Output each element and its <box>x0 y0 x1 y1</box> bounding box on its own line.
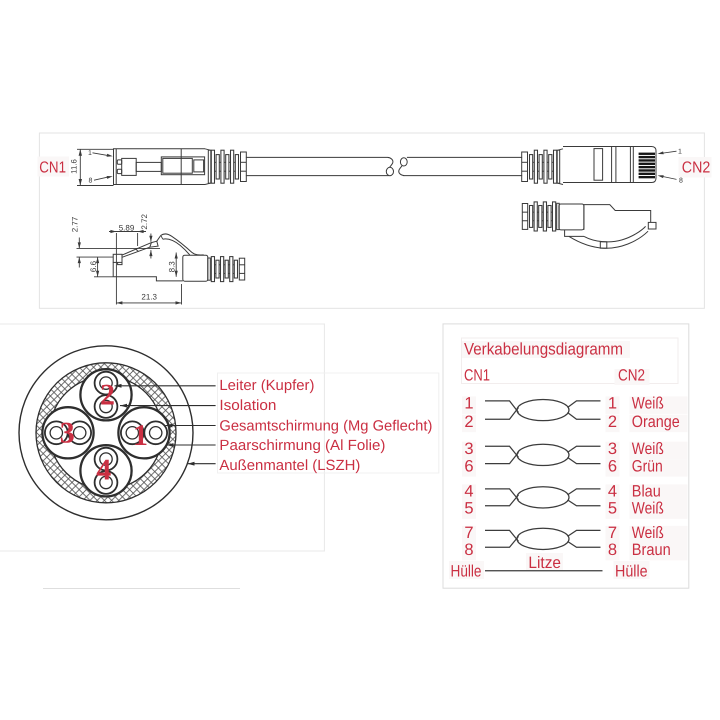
svg-text:2.72: 2.72 <box>140 213 149 229</box>
svg-text:1: 1 <box>133 419 148 452</box>
svg-text:1: 1 <box>608 395 617 413</box>
svg-text:6: 6 <box>608 457 617 475</box>
svg-text:7: 7 <box>608 524 617 542</box>
svg-text:1: 1 <box>88 150 92 157</box>
svg-text:Hülle: Hülle <box>615 563 648 581</box>
svg-text:6.6: 6.6 <box>89 260 98 272</box>
svg-text:21.3: 21.3 <box>141 293 157 302</box>
svg-text:Weiß: Weiß <box>632 500 664 518</box>
svg-text:CN2: CN2 <box>682 159 711 176</box>
svg-text:Weiß: Weiß <box>632 440 664 458</box>
svg-text:Weiß: Weiß <box>632 524 664 542</box>
svg-text:Verkabelungsdiagramm: Verkabelungsdiagramm <box>464 340 623 359</box>
svg-text:1: 1 <box>464 395 473 413</box>
svg-text:Leiter (Kupfer): Leiter (Kupfer) <box>219 378 314 394</box>
svg-text:8: 8 <box>464 541 473 559</box>
svg-text:1: 1 <box>678 148 682 155</box>
svg-text:Braun: Braun <box>632 541 671 559</box>
svg-text:Gesamtschirmung (Mg Geflecht): Gesamtschirmung (Mg Geflecht) <box>219 418 432 434</box>
svg-text:4: 4 <box>464 483 473 501</box>
svg-text:2: 2 <box>608 413 617 431</box>
svg-text:Orange: Orange <box>632 413 680 431</box>
svg-text:5.89: 5.89 <box>119 223 135 232</box>
svg-text:8.3: 8.3 <box>168 261 177 273</box>
svg-text:8: 8 <box>89 177 93 184</box>
svg-text:CN2: CN2 <box>618 366 645 384</box>
svg-text:7: 7 <box>464 524 473 542</box>
svg-text:2: 2 <box>100 378 115 411</box>
svg-text:2: 2 <box>464 413 473 431</box>
svg-text:Isolation: Isolation <box>219 398 276 414</box>
svg-text:5: 5 <box>608 500 617 518</box>
svg-text:Grün: Grün <box>632 457 663 475</box>
svg-text:3: 3 <box>464 440 473 458</box>
svg-text:Weiß: Weiß <box>632 395 664 413</box>
svg-text:CN1: CN1 <box>39 159 66 176</box>
svg-text:Paarschirmung (Al Folie): Paarschirmung (Al Folie) <box>219 438 385 454</box>
svg-text:Hülle: Hülle <box>451 563 482 581</box>
svg-text:11.6: 11.6 <box>69 159 78 174</box>
svg-text:Blau: Blau <box>632 483 661 501</box>
svg-text:2.77: 2.77 <box>71 216 80 232</box>
svg-text:Litze: Litze <box>528 554 561 572</box>
svg-text:8: 8 <box>608 541 617 559</box>
svg-text:6: 6 <box>464 457 473 475</box>
svg-text:4: 4 <box>96 454 111 487</box>
svg-text:3: 3 <box>608 440 617 458</box>
svg-text:3: 3 <box>60 417 75 450</box>
svg-text:8: 8 <box>679 177 683 184</box>
svg-text:5: 5 <box>464 500 473 518</box>
svg-text:4: 4 <box>608 483 617 501</box>
svg-text:Außenmantel (LSZH): Außenmantel (LSZH) <box>219 458 360 474</box>
svg-text:CN1: CN1 <box>464 366 490 384</box>
